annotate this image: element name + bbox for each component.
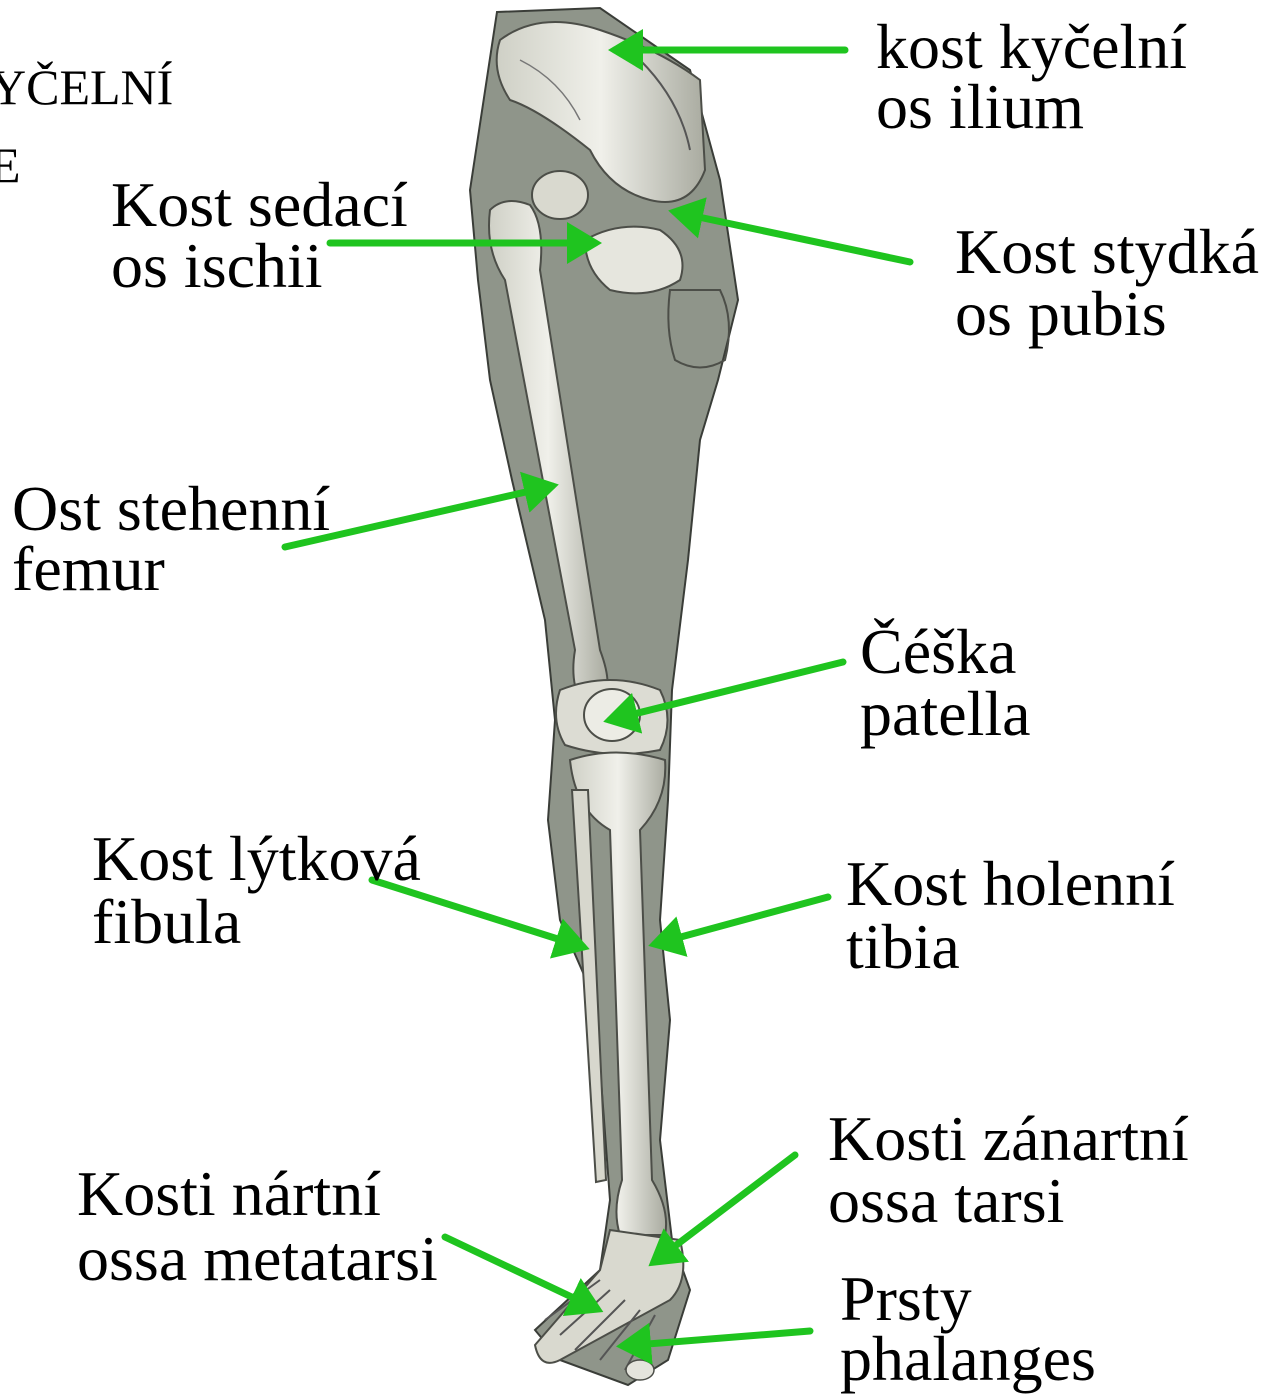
label-metatarsus-name: Kosti nártní [77,1158,381,1229]
label-phalanges-latin: phalanges [840,1323,1096,1394]
label-fibula-name: Kost lýtková [92,823,421,894]
label-patella-latin: patella [860,678,1031,749]
arrow-tarsus [654,1155,795,1262]
label-ilium-latin: os ilium [876,71,1084,142]
label-pubis-name: Kost stydká [955,216,1259,287]
arrow-tibia [655,897,828,944]
label-patella-name: Čéška [860,616,1016,687]
label-femur-latin: femur [12,533,165,604]
label-fibula-latin: fibula [92,886,241,957]
label-metatarsus-latin: ossa metatarsi [77,1223,438,1294]
label-pubis-latin: os pubis [955,278,1167,349]
label-ischium-latin: os ischii [111,230,323,301]
label-tibia-latin: tibia [846,911,960,982]
arrow-metatarsus [445,1237,597,1309]
label-tibia-name: Kost holenní [846,848,1175,919]
label-tarsus-latin: ossa tarsi [828,1165,1064,1236]
label-tarsus-name: Kosti zánartní [828,1103,1189,1174]
